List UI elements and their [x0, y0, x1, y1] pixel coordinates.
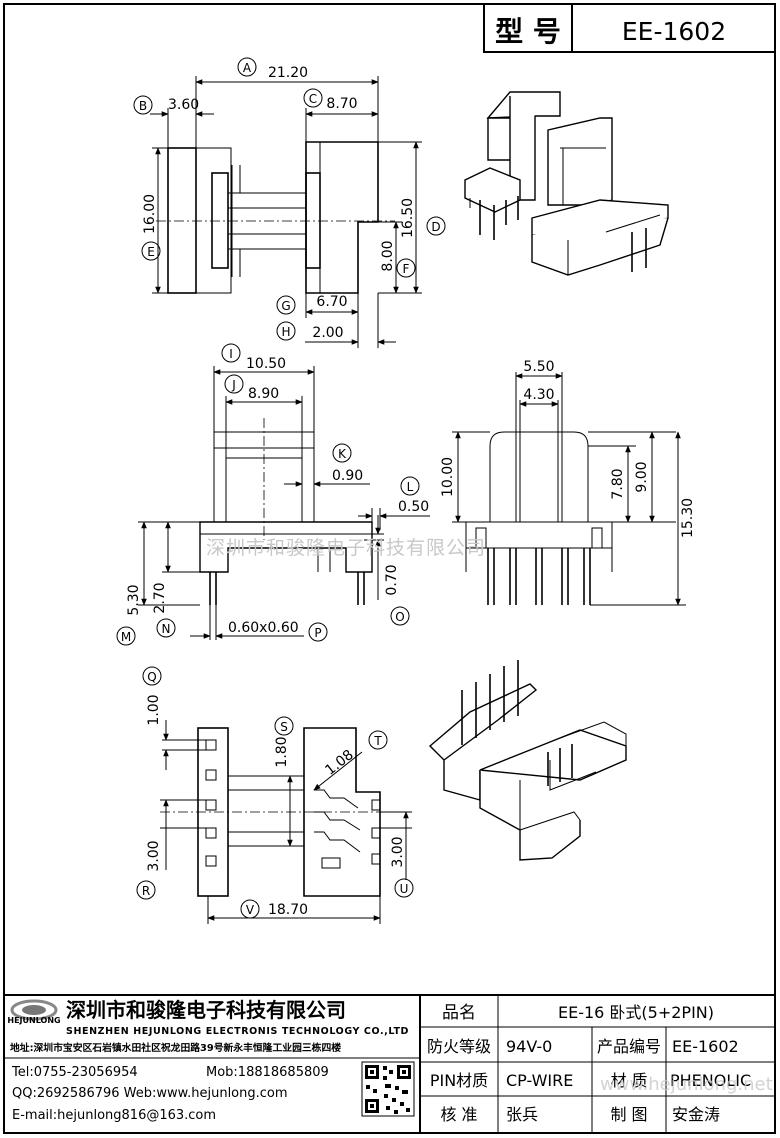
svg-text:D: D: [431, 220, 440, 234]
dim-R: 3.00: [146, 840, 162, 871]
svg-text:S: S: [280, 720, 288, 734]
svg-text:O: O: [395, 610, 404, 624]
svg-text:B: B: [139, 99, 147, 113]
dim-top-w1: 5.50: [523, 359, 554, 375]
dim-B: 3.60: [168, 97, 199, 113]
svg-text:K: K: [338, 447, 347, 461]
dim-P: 0.60x0.60: [228, 620, 299, 636]
svg-text:V: V: [246, 903, 255, 917]
dim-F: 8.00: [380, 240, 396, 271]
fire-label: 防火等级: [427, 1037, 491, 1056]
fire-value: 94V-0: [506, 1037, 552, 1056]
qr-code: [361, 1061, 415, 1117]
watermark-company: 深圳市和骏隆电子科技有限公司: [206, 537, 486, 559]
web-watermark: www.hejunlong.net: [600, 1074, 773, 1095]
svg-text:H: H: [281, 325, 290, 339]
dim-J: 8.90: [248, 386, 279, 402]
view-iso-bottom: [428, 660, 627, 861]
dim-L: 0.50: [398, 499, 429, 515]
svg-text:J: J: [231, 378, 236, 392]
company-qq-web: QQ:2692586796 Web:www.hejunlong.com: [12, 1086, 288, 1101]
company-tel: Tel:0755-23056954: [11, 1065, 138, 1080]
model-label: 型 号: [495, 15, 561, 48]
company-name-cn: 深圳市和骏隆电子科技有限公司: [66, 998, 346, 1022]
svg-text:N: N: [162, 622, 171, 636]
svg-text:E: E: [147, 245, 155, 259]
svg-text:U: U: [400, 882, 409, 896]
view-bottom: 1.00 Q 3.00 R 1.80 S 1.08 T 3.00 U 18.70…: [136, 666, 414, 924]
view-end: 5.50 4.30 10.00 7.80 9.00 15.30: [440, 359, 696, 606]
pin-value: CP-WIRE: [506, 1071, 573, 1090]
view-side: 10.50 I 8.90 J 0.90 K 0.50 L 0.70 O 5.30…: [116, 343, 430, 646]
check-value: 张兵: [506, 1105, 538, 1124]
model-value: EE-1602: [622, 17, 726, 46]
draw-value: 安金涛: [672, 1105, 720, 1124]
dim-h-153: 15.30: [680, 498, 696, 538]
dim-I: 10.50: [246, 356, 286, 372]
dim-K: 0.90: [332, 468, 363, 484]
dim-T: 1.08: [322, 747, 356, 779]
dim-h-78: 7.80: [610, 468, 626, 499]
dim-U: 3.00: [390, 836, 406, 867]
pin-label: PIN材质: [430, 1071, 488, 1090]
dim-G: 6.70: [316, 294, 347, 310]
dim-h-10: 10.00: [440, 457, 456, 497]
draw-label: 制 图: [610, 1105, 647, 1124]
svg-text:M: M: [121, 630, 131, 644]
dim-H: 2.00: [312, 325, 343, 341]
dim-N: 2.70: [152, 582, 168, 613]
model-box: 型 号 EE-1602: [483, 3, 776, 53]
logo-text: HEJUNLONG: [7, 1016, 60, 1025]
dim-S: 1.80: [274, 736, 290, 767]
company-name-en: SHENZHEN HEJUNLONG ELECTRONIS TECHNOLOGY…: [66, 1026, 409, 1037]
dim-M: 5.30: [126, 584, 142, 615]
view-iso-top: [464, 91, 669, 276]
material-value: PHENOLIC: [670, 1071, 751, 1090]
dim-E: 16.00: [142, 194, 158, 234]
material-label: 材 质: [610, 1071, 647, 1090]
view-front: 21.20 A 3.60 B 8.70 C 16.50 D 16.00 E 8.…: [133, 57, 446, 348]
svg-text:G: G: [281, 299, 290, 313]
dim-O: 0.70: [384, 564, 400, 595]
company-logo: HEJUNLONG: [7, 999, 61, 1025]
dim-h-90: 9.00: [634, 461, 650, 492]
svg-text:I: I: [229, 347, 233, 361]
dim-V: 18.70: [268, 902, 308, 918]
svg-text:R: R: [142, 884, 150, 898]
dim-A: 21.20: [268, 65, 308, 81]
product-name: EE-16 卧式(5+2PIN): [558, 1003, 714, 1022]
dim-C: 8.70: [326, 96, 357, 112]
dim-top-w2: 4.30: [523, 387, 554, 403]
svg-text:F: F: [403, 262, 410, 276]
company-email: E-mail:hejunlong816@163.com: [12, 1108, 216, 1123]
svg-text:C: C: [309, 92, 317, 106]
svg-text:P: P: [314, 626, 321, 640]
title-block: 品名 EE-16 卧式(5+2PIN) 防火等级 94V-0 产品编号 EE-1…: [4, 994, 775, 1133]
svg-text:A: A: [243, 61, 252, 75]
check-label: 核 准: [440, 1105, 477, 1124]
svg-text:L: L: [407, 480, 414, 494]
company-address: 地址:深圳市宝安区石岩镇水田社区祝龙田路39号新永丰恒隆工业园三栋四楼: [10, 1041, 341, 1054]
product-name-label: 品名: [442, 1003, 476, 1023]
company-mob: Mob:18818685809: [206, 1065, 329, 1080]
svg-text:T: T: [373, 734, 382, 748]
dim-D: 16.50: [400, 198, 416, 238]
sheet-border: [3, 3, 776, 1134]
code-value: EE-1602: [672, 1037, 739, 1056]
code-label: 产品编号: [597, 1037, 661, 1056]
dim-Q: 1.00: [146, 694, 162, 725]
svg-text:Q: Q: [147, 670, 156, 684]
